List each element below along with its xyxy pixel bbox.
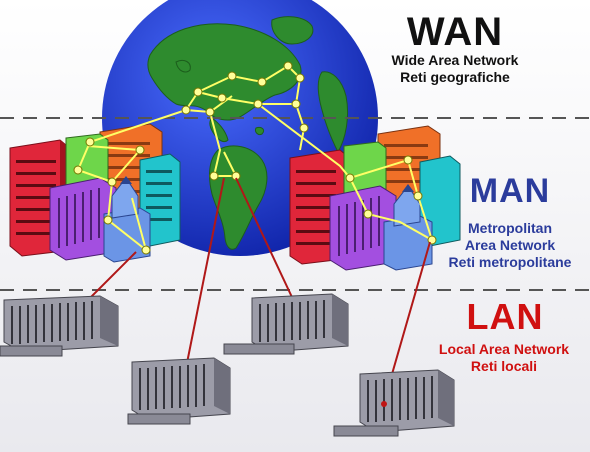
network-node xyxy=(209,171,219,181)
man-city-right xyxy=(289,125,461,271)
network-node xyxy=(291,99,301,109)
lan-description: Local Area Network Reti locali xyxy=(418,341,590,375)
lan-building xyxy=(333,369,455,437)
lan-description-line: Local Area Network xyxy=(438,341,570,357)
network-node xyxy=(253,99,263,109)
man-description-line: Reti metropolitane xyxy=(448,254,572,270)
network-node xyxy=(345,173,355,183)
network-node xyxy=(141,245,151,255)
island xyxy=(255,127,265,135)
network-node xyxy=(85,137,95,147)
man-description-line: Area Network xyxy=(464,237,556,253)
lan-description-line: Reti locali xyxy=(470,358,538,374)
building-purple-windows xyxy=(338,196,380,256)
lan-building xyxy=(223,293,349,355)
network-node xyxy=(283,61,293,71)
wan-description-line: Wide Area Network xyxy=(391,52,519,68)
man-title: MAN xyxy=(469,172,551,210)
building-cyan-windows xyxy=(146,170,172,221)
network-node xyxy=(205,107,215,117)
network-node xyxy=(227,71,237,81)
network-node xyxy=(181,105,191,115)
network-node xyxy=(193,87,203,97)
network-node xyxy=(73,165,83,175)
lan-title: LAN xyxy=(466,296,544,337)
network-node xyxy=(295,73,305,83)
wan-title: WAN xyxy=(406,10,504,54)
building-church-spire xyxy=(120,176,132,184)
network-node xyxy=(135,145,145,155)
wan-description: Wide Area Network Reti geografiche xyxy=(370,52,540,86)
man-city-left xyxy=(9,123,181,263)
network-node xyxy=(363,209,373,219)
lan-building xyxy=(127,357,231,425)
island xyxy=(175,59,191,73)
continent-south-america xyxy=(209,145,268,250)
continent-north-america xyxy=(147,23,302,121)
lan-link xyxy=(185,177,225,369)
building-church-spire xyxy=(402,184,414,192)
man-link-left xyxy=(106,181,148,253)
network-node xyxy=(413,191,423,201)
building-red-windows xyxy=(16,160,56,235)
network-node xyxy=(257,77,267,87)
network-node xyxy=(299,123,309,133)
man-link-left xyxy=(76,109,187,184)
wan-description-line: Reti geografiche xyxy=(400,69,510,85)
globe-continents xyxy=(147,16,349,250)
network-node xyxy=(403,155,413,165)
continent-greenland xyxy=(271,16,314,45)
lan-building xyxy=(0,295,119,357)
building-red-windows xyxy=(296,170,336,245)
network-node xyxy=(103,215,113,225)
network-nodes xyxy=(73,61,437,255)
lan-node xyxy=(381,401,387,407)
building-purple-windows xyxy=(58,188,100,248)
man-description-line: Metropolitan xyxy=(468,220,552,236)
lan-link xyxy=(235,177,299,311)
network-node xyxy=(107,177,117,187)
continent-central-america xyxy=(209,117,229,143)
wan-link xyxy=(184,91,233,114)
man-description: Metropolitan Area Network Reti metropoli… xyxy=(430,220,590,271)
network-node xyxy=(217,93,227,103)
